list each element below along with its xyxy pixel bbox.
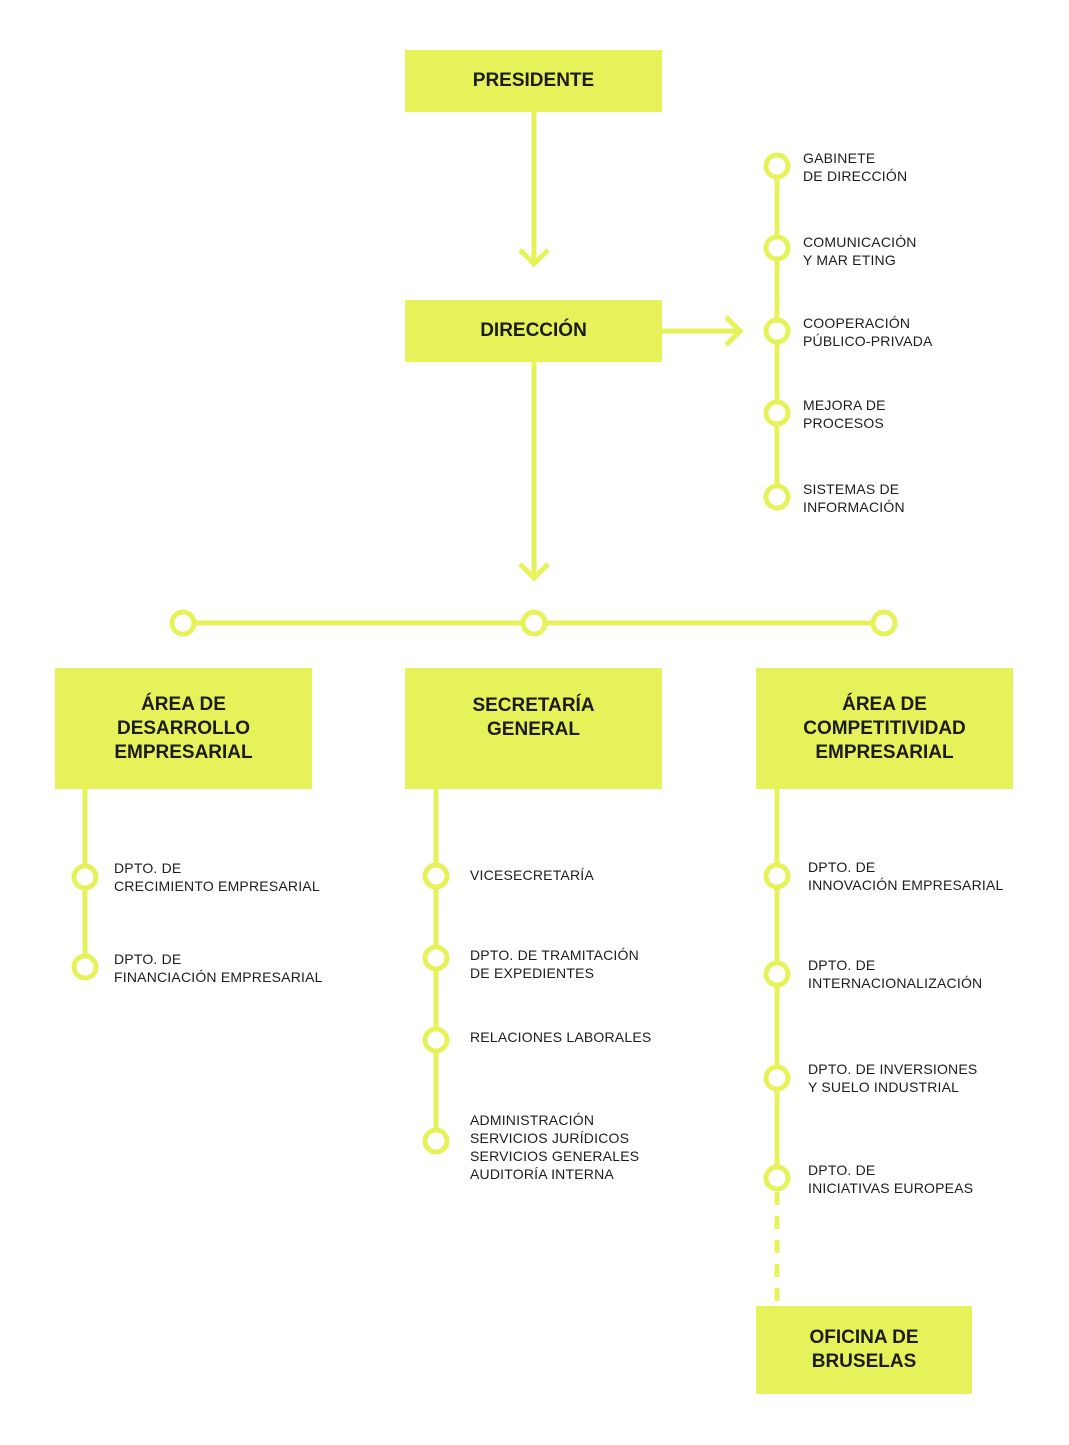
box-direccion: DIRECCIÓN [405,300,662,362]
bus-dot [169,609,197,637]
box-oficina-bruselas: OFICINA DE BRUSELAS [756,1306,972,1394]
node-dot [763,234,791,262]
unit-vicesecretaria: VICESECRETARÍA [470,867,594,883]
unit-inversiones-suelo-industrial: DPTO. DE INVERSIONES Y SUELO INDUSTRIAL [808,1061,978,1095]
unit-crecimiento-empresarial: DPTO. DE CRECIMIENTO EMPRESARIAL [114,860,320,894]
unit-mejora-procesos: MEJORA DE PROCESOS [803,397,886,431]
unit-relaciones-laborales: RELACIONES LABORALES [470,1029,652,1045]
unit-iniciativas-europeas: DPTO. DE INICIATIVAS EUROPEAS [808,1162,974,1196]
box-presidente: PRESIDENTE [405,50,662,112]
node-dot [763,960,791,988]
unit-tramitacion-expedientes: DPTO. DE TRAMITACIÓN DE EXPEDIENTES [470,947,639,981]
box-secretaria-general: SECRETARÍA GENERAL [405,668,662,789]
bus-dot [520,609,548,637]
node-dot [422,1127,450,1155]
arrowhead-down-1 [518,248,550,268]
node-dot [763,483,791,511]
unit-sistemas-informacion: SISTEMAS DE INFORMACIÓN [803,481,905,515]
unit-cooperacion-publico-privada: COOPERACIÓN PÚBLICO-PRIVADA [803,315,933,349]
unit-innovacion-empresarial: DPTO. DE INNOVACIÓN EMPRESARIAL [808,859,1004,893]
node-dot [71,953,99,981]
unit-gabinete-direccion: GABINETE DE DIRECCIÓN [803,150,908,184]
node-dot [422,862,450,890]
node-dot [422,944,450,972]
unit-internacionalizacion: DPTO. DE INTERNACIONALIZACIÓN [808,957,983,991]
node-dot [763,317,791,345]
node-dot [763,1164,791,1192]
node-dot [763,1064,791,1092]
unit-administracion-servicios: ADMINISTRACIÓN SERVICIOS JURÍDICOS SERVI… [470,1112,640,1182]
box-area-competitividad: ÁREA DE COMPETITIVIDAD EMPRESARIAL [756,668,1013,789]
arrowhead-down-2 [518,562,550,582]
node-dot [763,399,791,427]
node-dot [763,862,791,890]
node-dot [422,1026,450,1054]
box-area-desarrollo: ÁREA DE DESARROLLO EMPRESARIAL [55,668,312,789]
bus-dot [870,609,898,637]
unit-comunicacion-marketing: COMUNICACIÓN Y MAR ETING [803,234,917,268]
node-dot [763,152,791,180]
arrowhead-right [724,315,744,347]
unit-financiacion-empresarial: DPTO. DE FINANCIACIÓN EMPRESARIAL [114,951,323,985]
node-dot [71,863,99,891]
